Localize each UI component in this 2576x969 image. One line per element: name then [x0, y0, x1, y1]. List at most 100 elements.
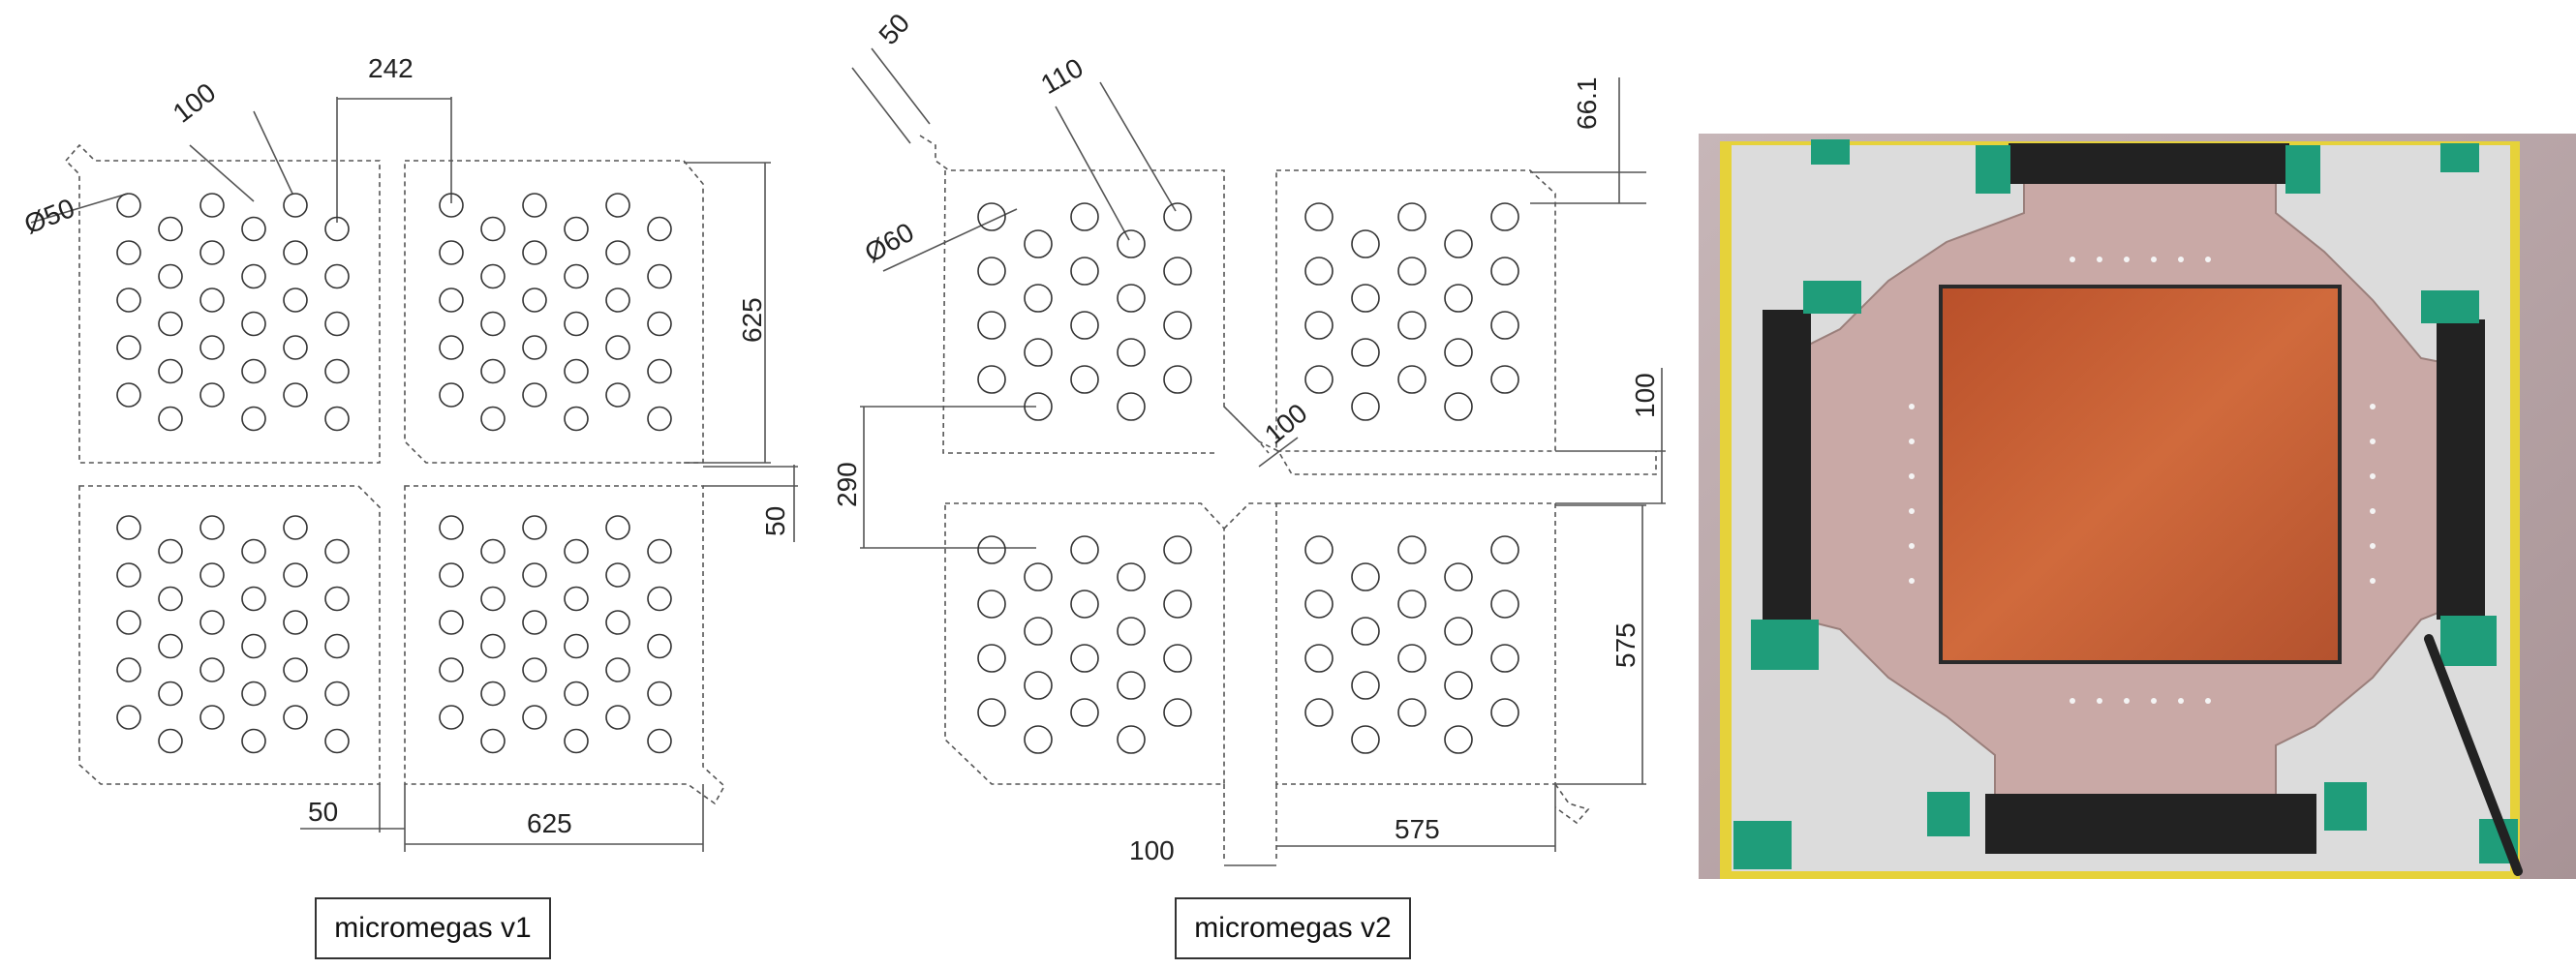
pcb-pad	[2178, 257, 2184, 262]
mounting-hole	[241, 406, 266, 432]
mounting-hole	[1351, 671, 1380, 700]
mounting-hole	[241, 216, 266, 242]
mounting-hole	[605, 193, 630, 218]
v2-holes	[977, 202, 1519, 754]
mounting-hole	[1304, 535, 1334, 564]
pcb-pad	[2151, 257, 2157, 262]
mounting-hole	[1070, 644, 1099, 673]
mounting-hole	[439, 335, 464, 360]
mounting-hole	[647, 406, 672, 432]
mounting-hole	[1444, 562, 1473, 591]
mounting-hole	[1351, 284, 1380, 313]
mounting-hole	[1351, 338, 1380, 367]
mounting-hole	[199, 193, 225, 218]
mounting-hole	[283, 335, 308, 360]
mounting-hole	[439, 562, 464, 588]
mounting-hole	[647, 358, 672, 384]
mounting-hole	[116, 515, 141, 540]
mounting-hole	[1024, 671, 1053, 700]
v1-dim-gap-50-h: 50	[308, 797, 338, 827]
mounting-hole	[1163, 257, 1192, 286]
mounting-hole	[564, 263, 589, 289]
mounting-hole	[439, 288, 464, 313]
mounting-hole	[647, 586, 672, 612]
pcb-pad	[1909, 404, 1915, 409]
mounting-hole	[605, 240, 630, 265]
mounting-hole	[324, 586, 350, 612]
mounting-hole	[158, 538, 183, 564]
mounting-hole	[1490, 257, 1519, 286]
mounting-hole	[241, 311, 266, 337]
mounting-hole	[1397, 698, 1426, 727]
mounting-hole	[522, 657, 547, 682]
mounting-hole	[116, 705, 141, 730]
mounting-hole	[647, 311, 672, 337]
pcb-pad	[1909, 439, 1915, 444]
mounting-hole	[199, 657, 225, 682]
mounting-hole	[116, 657, 141, 682]
mounting-hole	[1117, 562, 1146, 591]
mounting-hole	[647, 538, 672, 564]
pcb-pad	[2070, 257, 2075, 262]
mounting-hole	[564, 216, 589, 242]
mounting-hole	[480, 311, 506, 337]
v2-drawing	[851, 47, 1666, 866]
mounting-hole	[1351, 562, 1380, 591]
mounting-hole	[522, 562, 547, 588]
mounting-hole	[439, 382, 464, 408]
mounting-hole	[564, 311, 589, 337]
mounting-hole	[283, 610, 308, 635]
mounting-hole	[1444, 392, 1473, 421]
mounting-hole	[564, 406, 589, 432]
mounting-hole	[1070, 311, 1099, 340]
mounting-hole	[1070, 535, 1099, 564]
mounting-hole	[324, 406, 350, 432]
mounting-hole	[480, 538, 506, 564]
mounting-hole	[1304, 202, 1334, 231]
mounting-hole	[1351, 392, 1380, 421]
pcb-pad	[2370, 508, 2376, 514]
pcb-pad	[1909, 508, 1915, 514]
v1-pad-top-left	[64, 143, 381, 464]
mounting-hole	[1163, 644, 1192, 673]
mounting-hole	[1163, 698, 1192, 727]
v2-dim-row-290: 290	[832, 462, 862, 507]
mounting-hole	[439, 515, 464, 540]
mounting-hole	[158, 311, 183, 337]
mounting-hole	[324, 538, 350, 564]
v1-dim-width-625-b: 625	[527, 808, 572, 838]
mounting-hole	[1163, 365, 1192, 394]
mounting-hole	[522, 705, 547, 730]
mounting-hole	[439, 705, 464, 730]
mounting-hole	[977, 535, 1006, 564]
mounting-hole	[1117, 392, 1146, 421]
pcb-pad	[2097, 257, 2102, 262]
v1-dim-hole-pitch: 100	[168, 77, 222, 129]
mounting-hole	[977, 590, 1006, 619]
mounting-hole	[1070, 202, 1099, 231]
mounting-hole	[116, 610, 141, 635]
mounting-hole	[1397, 365, 1426, 394]
mounting-hole	[1163, 590, 1192, 619]
detector-photo	[1699, 134, 2576, 879]
mounting-hole	[1024, 284, 1053, 313]
v2-dim-width-575: 575	[1395, 814, 1440, 844]
mounting-hole	[324, 728, 350, 754]
mounting-hole	[480, 406, 506, 432]
mounting-hole	[1397, 644, 1426, 673]
mounting-hole	[1490, 590, 1519, 619]
mounting-hole	[324, 358, 350, 384]
v2-pad-bottom-right	[1275, 502, 1556, 785]
pcb-pad	[2151, 698, 2157, 704]
mounting-hole	[116, 562, 141, 588]
mounting-hole	[1397, 535, 1426, 564]
mounting-hole	[605, 610, 630, 635]
mounting-hole	[1444, 284, 1473, 313]
mounting-hole	[1024, 229, 1053, 258]
pcb-pad	[2205, 257, 2211, 262]
mounting-hole	[199, 240, 225, 265]
v2-pad-top-left-body	[942, 169, 1216, 454]
mounting-hole	[1397, 311, 1426, 340]
mounting-hole	[522, 335, 547, 360]
mounting-hole	[480, 633, 506, 659]
